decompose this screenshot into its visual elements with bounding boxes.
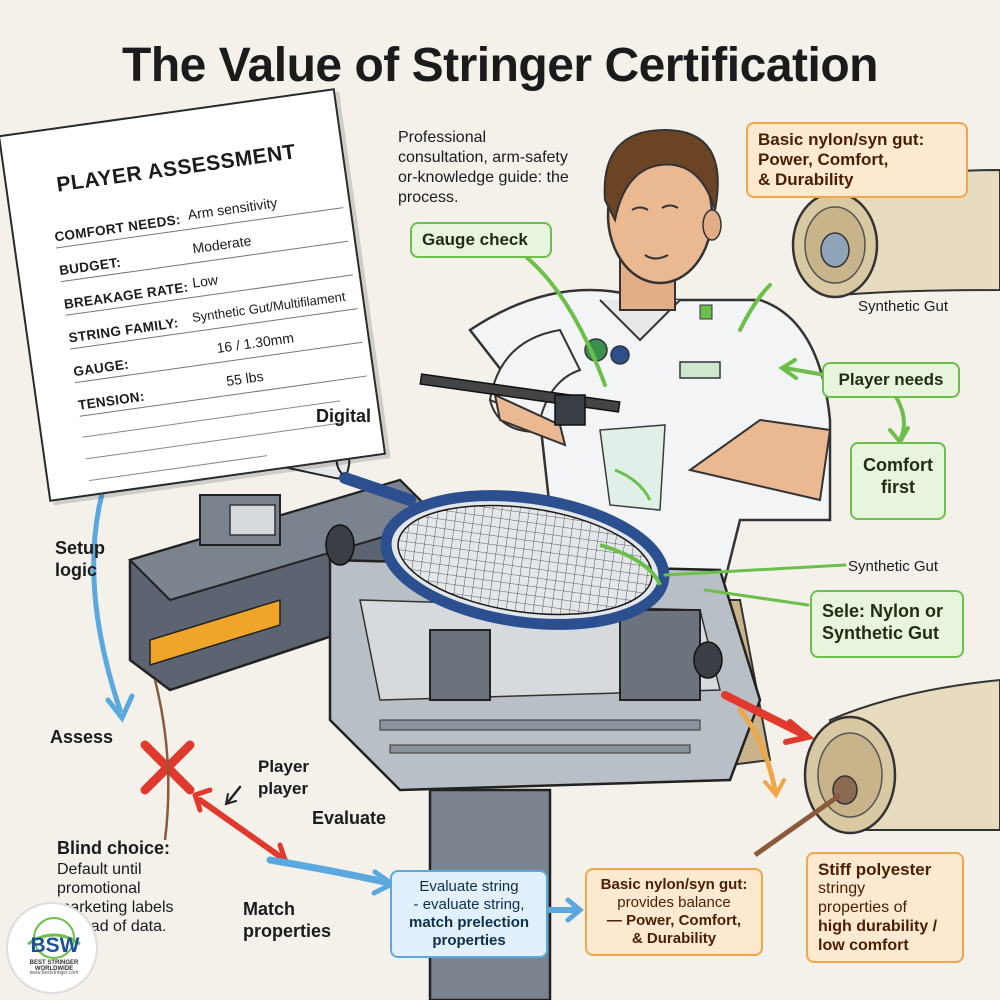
match-properties-label: Match properties [243,899,332,941]
polyester-body3: high durability / [818,918,938,935]
string-cross-section-bottom-illustration [753,678,1000,858]
assessment-value: 55 lbs [225,367,265,389]
stiff-polyester-box: Stiff polyester stringy properties of hi… [806,852,964,963]
blind-choice-heading: Blind choice: [57,838,171,858]
nylon-bottom-line2: provides balance [617,894,731,911]
stringing-machine-illustration [128,478,762,1000]
digital-label: Digital [316,406,372,426]
assessment-label: TENSION: [77,388,146,413]
blind-choice-body: Default until promotional marketing labe… [57,861,174,935]
logo-url: www.beststringer.com [29,970,79,976]
page-title: The Value of Stringer Certification [122,39,878,92]
nylon-top-line3: & Durability [758,170,854,189]
assessment-value: Arm sensitivity [186,194,279,223]
polyester-heading: Stiff polyester [818,860,932,879]
select-nylon-synthetic-box: Sele: Nylon or Synthetic Gut [810,590,964,658]
racket-illustration [209,426,670,630]
gauge-check-label: Gauge check [410,222,552,258]
synthetic-gut-label-mid: Synthetic Gut [848,558,939,575]
assessment-value: Low [191,271,219,291]
assessment-label: BUDGET: [58,254,122,279]
assessment-value: 16 / 1.30mm [215,329,295,357]
intro-text: Professional consultation, arm-safety or… [398,129,569,206]
setup-logic-label: Setup logic [55,538,106,580]
polyester-body1: stringy [818,880,866,897]
nylon-bottom-line1: Basic nylon/syn gut: [600,876,748,893]
logo-globe-icon [27,917,81,959]
player-assessment-sheet: PLAYER ASSESSMENT COMFORT NEEDS: Arm sen… [0,88,387,502]
blank-line [85,422,344,460]
nylon-bottom-line3: — Power, Comfort, [606,912,742,929]
nylon-top-line2: Power, Comfort, [758,150,889,169]
logo-subtitle: BEST STRINGER WORLDWIDE [29,960,79,972]
evaluate-label: Evaluate [312,808,387,828]
player-player-label: Player player [258,757,310,798]
evaluate-line2: - evaluate string, [413,896,525,913]
evaluate-line1: Evaluate string [419,878,519,895]
bsw-logo: BSW BEST STRINGER WORLDWIDE www.beststri… [6,902,98,994]
nylon-syn-gut-box-top: Basic nylon/syn gut: Power, Comfort, & D… [746,122,968,198]
comfort-first-label: Comfort first [850,442,946,520]
blind-choice-block: Blind choice: Default until promotional … [57,838,207,936]
assessment-value: Moderate [191,232,253,257]
nylon-bottom-line4: & Durability [631,930,717,947]
nylon-top-line1: Basic nylon/syn gut: [758,130,925,149]
flow-arrows [91,250,910,923]
polyester-body4: low comfort [818,937,909,954]
assessment-label: GAUGE: [72,356,130,380]
evaluate-line4: properties [432,932,506,949]
nylon-syn-gut-box-bottom: Basic nylon/syn gut: provides balance — … [585,868,763,956]
evaluate-string-box: Evaluate string - evaluate string, match… [390,870,548,958]
logo-name: BSW [30,934,80,957]
assess-label: Assess [50,727,114,747]
synthetic-gut-label-top: Synthetic Gut [858,298,949,315]
polyester-body2: properties of [818,899,907,916]
player-needs-label: Player needs [822,362,960,398]
evaluate-line3: match prelection [408,914,530,931]
